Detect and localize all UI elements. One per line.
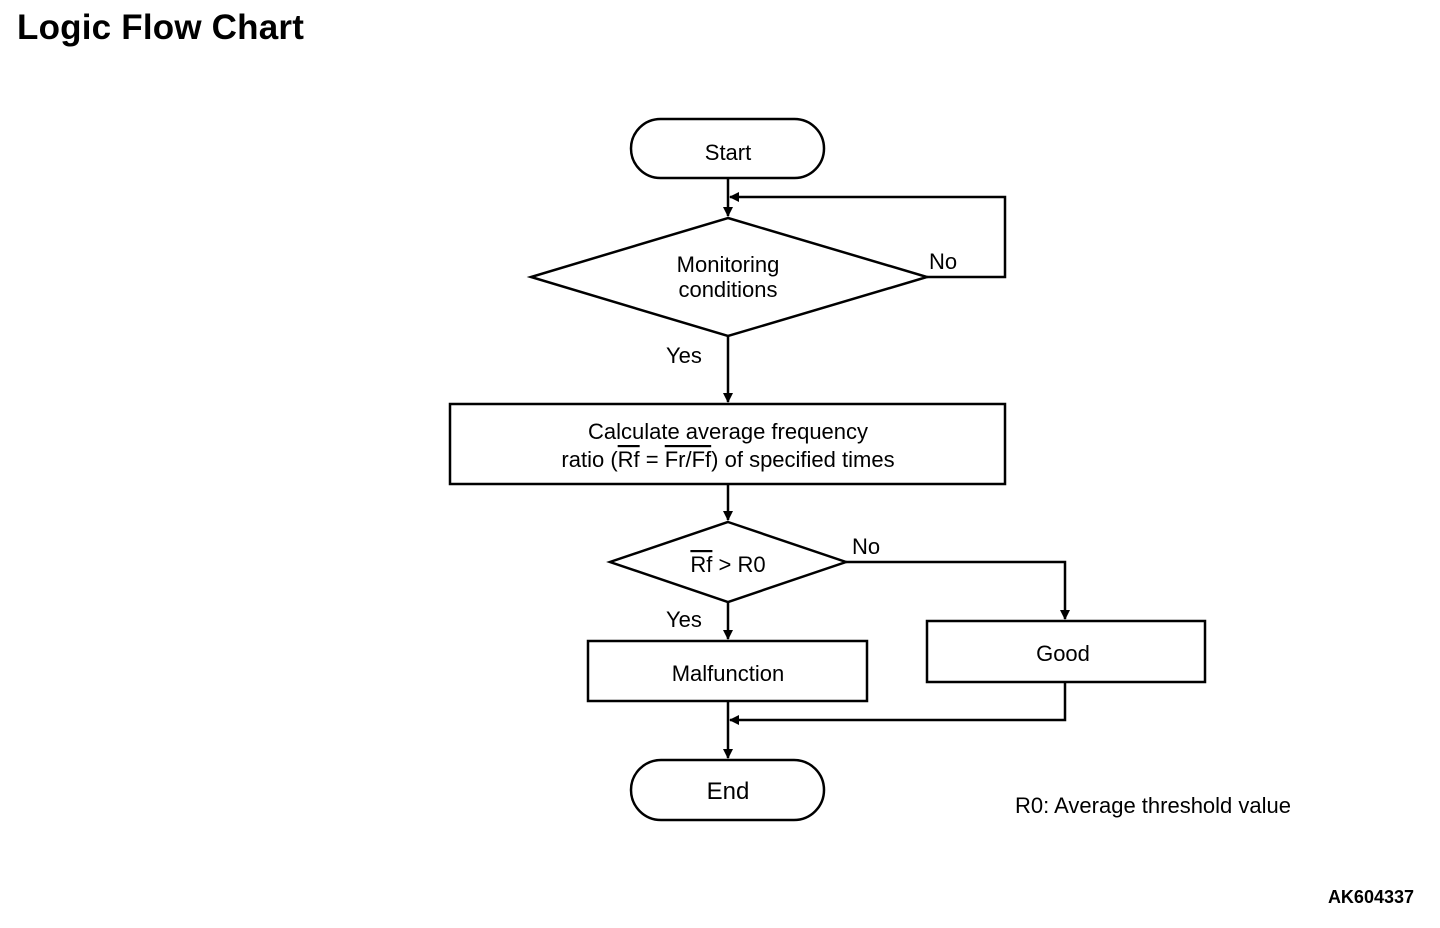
monitoring-label-line2: conditions <box>678 277 777 302</box>
decision-no-label: No <box>852 534 880 559</box>
calculate-rf-overline: Rf <box>618 447 641 472</box>
arrow-decision-no-to-good <box>846 560 1070 620</box>
figure-code: AK604337 <box>1327 887 1414 907</box>
malfunction-label: Malfunction <box>672 661 785 686</box>
threshold-rf-overline: Rf <box>690 552 713 577</box>
calculate-label-line2: ratio (Rf = Fr/Ff) of specified times <box>561 447 894 472</box>
calculate-suffix: ) of specified times <box>711 447 894 472</box>
threshold-rest: > R0 <box>712 552 765 577</box>
arrow-monitoring-no-loop <box>729 192 1007 279</box>
good-label: Good <box>1036 641 1090 666</box>
monitoring-no-label: No <box>929 249 957 274</box>
calculate-label-line1: Calculate average frequency <box>588 419 868 444</box>
calculate-process: Calculate average frequency ratio (Rf = … <box>448 402 1007 486</box>
arrow-good-to-merge <box>729 682 1067 725</box>
monitoring-decision: Monitoring conditions <box>526 216 932 338</box>
page-title: Logic Flow Chart <box>17 8 305 47</box>
threshold-label: Rf > R0 <box>690 552 765 577</box>
malfunction-process: Malfunction <box>586 639 869 703</box>
calculate-frff-overline: Fr/Ff <box>665 447 712 472</box>
start-terminal: Start <box>629 117 826 180</box>
threshold-decision: Rf > R0 <box>606 520 850 604</box>
calculate-equals: = <box>640 447 665 472</box>
start-label: Start <box>705 140 751 165</box>
decision-yes-label: Yes <box>666 607 702 632</box>
threshold-note: R0: Average threshold value <box>1015 793 1291 818</box>
good-process: Good <box>925 619 1207 684</box>
end-terminal: End <box>629 758 826 822</box>
calculate-ratio-prefix: ratio ( <box>561 447 618 472</box>
end-label: End <box>707 778 750 805</box>
monitoring-yes-label: Yes <box>666 343 702 368</box>
monitoring-label-line1: Monitoring <box>677 252 780 277</box>
